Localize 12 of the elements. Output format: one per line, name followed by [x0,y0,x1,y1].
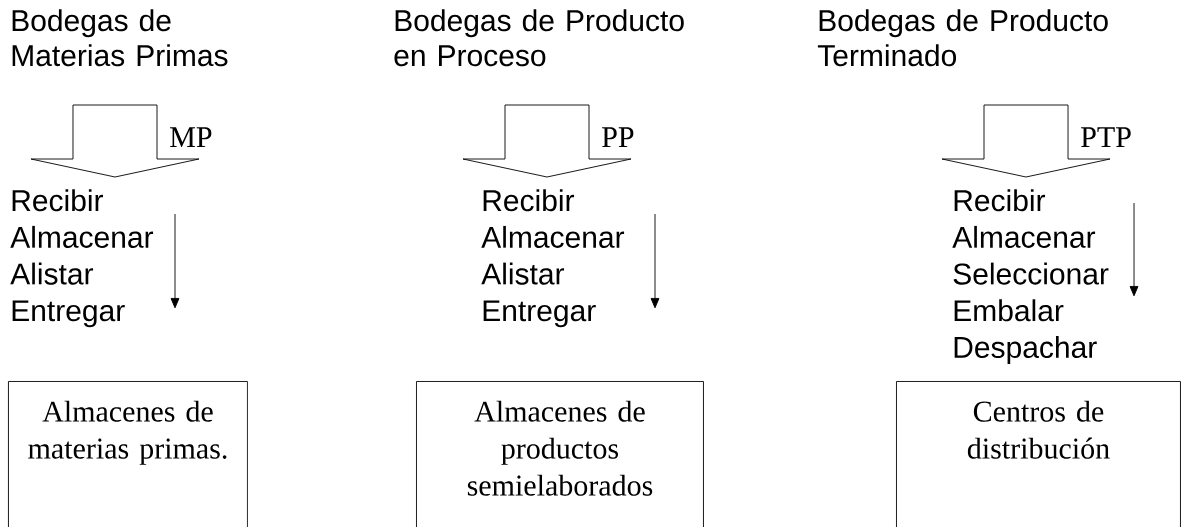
step-list: Recibir Almacenar Alistar Entregar [10,189,154,328]
storage-box: Centros de distribución [896,381,1181,527]
edge-label: PP [600,126,636,148]
storage-box: Almacenes de materias primas. [8,381,248,527]
heading: Bodegas de Materias Primas [12,9,228,67]
edge-label: MP [168,126,214,148]
step-list: Recibir Almacenar Seleccionar Embalar Despachar [952,189,1109,364]
step-list: Recibir Almacenar Alistar Entregar [481,189,625,328]
storage-box: Almacenes de productos semielaborados [416,381,704,527]
heading: Bodegas de Producto en Proceso [394,9,684,67]
edge-label: PTP [1079,126,1133,148]
heading: Bodegas de Producto Terminado [817,9,1108,67]
